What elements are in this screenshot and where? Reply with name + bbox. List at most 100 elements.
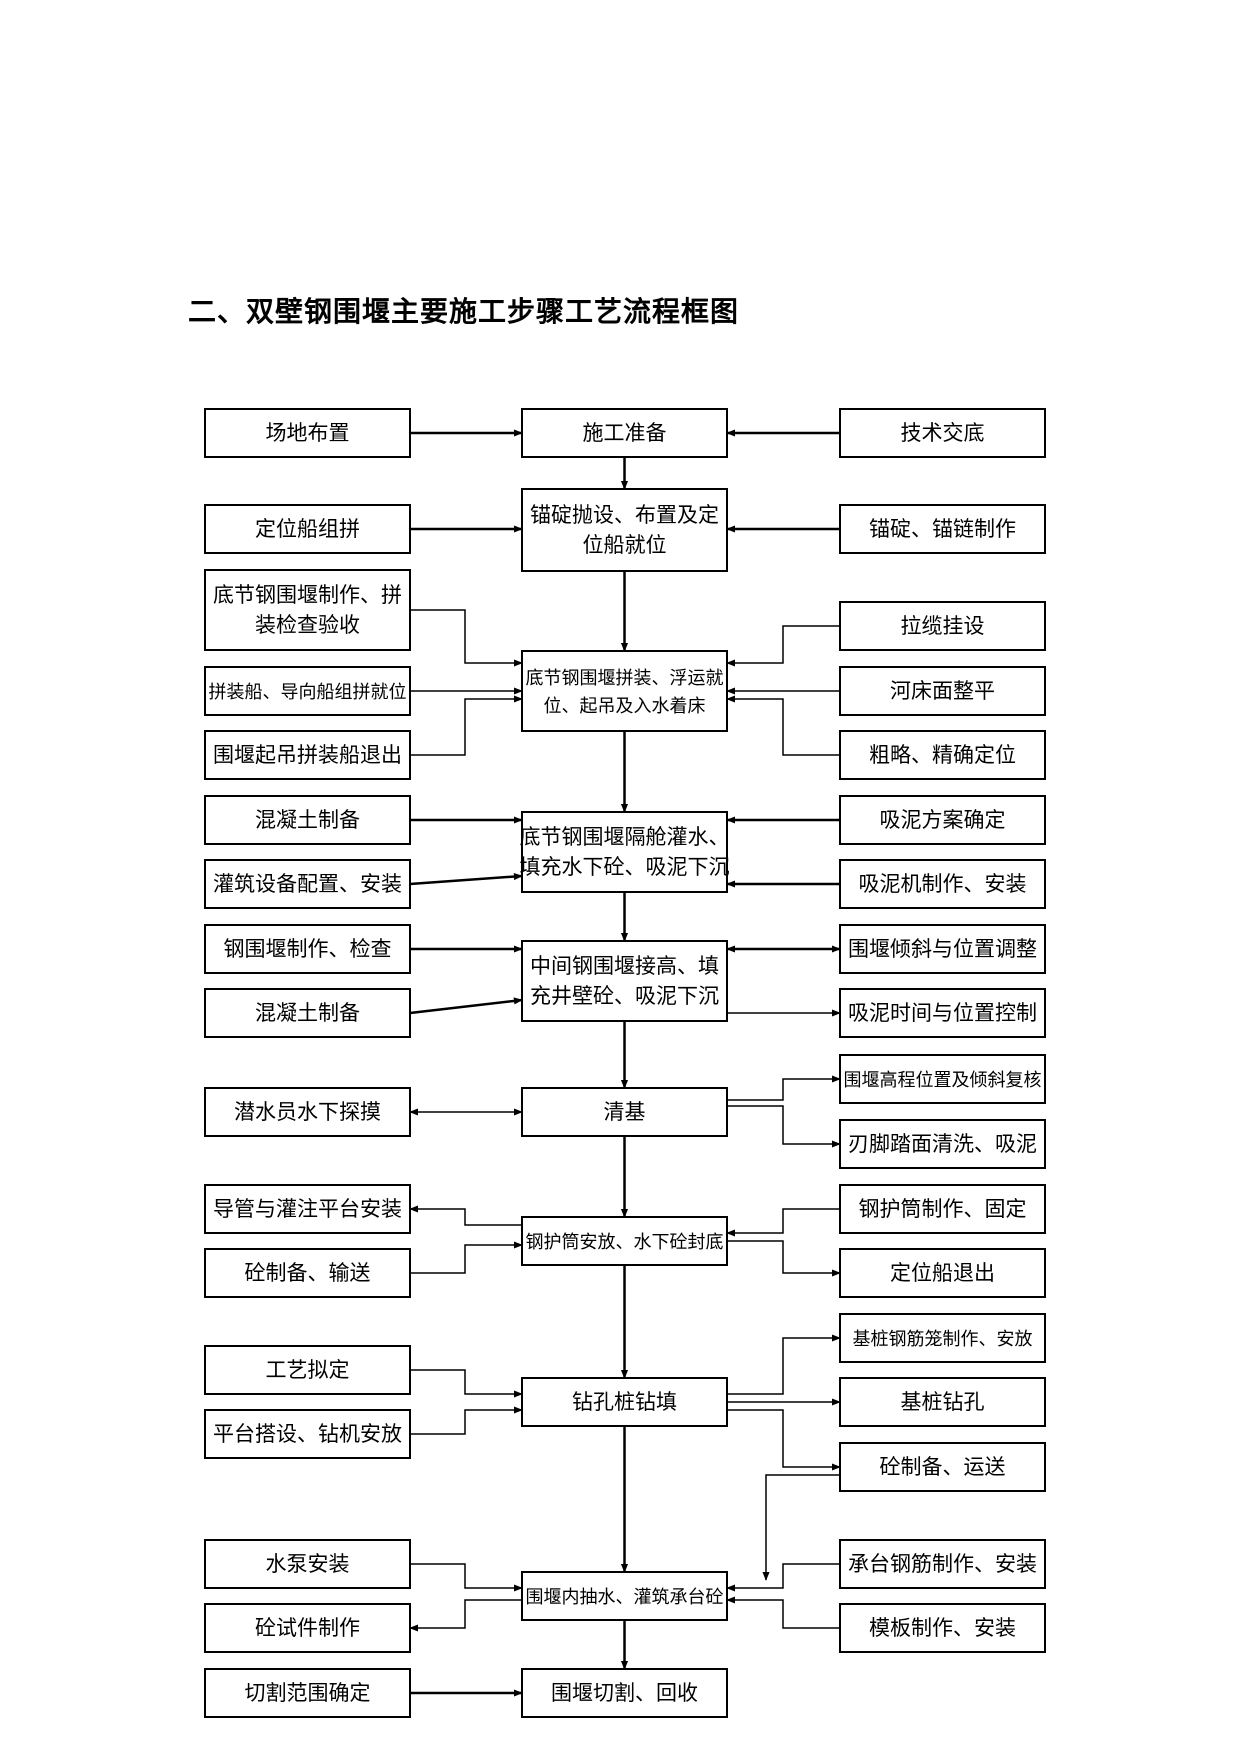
main-step-box-label: 底节钢围堰隔舱灌水、 bbox=[520, 825, 730, 849]
left-item-box-label: 混凝土制备 bbox=[255, 808, 360, 832]
connector-arrow bbox=[727, 1334, 841, 1395]
right-item-box-label: 围堰高程位置及倾斜复核 bbox=[844, 1070, 1042, 1091]
left-item-box-frame bbox=[204, 666, 411, 716]
connector-arrow bbox=[726, 1208, 840, 1237]
left-item-box-l9: 混凝土制备 bbox=[204, 988, 411, 1038]
right-item-box-label: 吸泥时间与位置控制 bbox=[848, 1001, 1037, 1025]
connector-arrow bbox=[410, 695, 523, 756]
page-title: 二、双壁钢围堰主要施工步骤工艺流程框图 bbox=[188, 295, 740, 328]
main-step-box-frame bbox=[521, 811, 728, 893]
main-step-box-frame bbox=[521, 1087, 728, 1137]
left-item-box-l6: 混凝土制备 bbox=[204, 795, 411, 845]
left-item-box-label: 围堰起吊拼装船退出 bbox=[213, 743, 402, 767]
connectors bbox=[409, 429, 841, 1697]
connector-arrow bbox=[410, 609, 523, 667]
right-item-box-label: 锚碇、锚链制作 bbox=[869, 517, 1016, 541]
connector-arrow bbox=[409, 997, 523, 1015]
left-item-box-l8: 钢围堰制作、检查 bbox=[204, 924, 411, 974]
left-item-box-label: 工艺拟定 bbox=[266, 1358, 350, 1382]
main-step-box-m4: 底节钢围堰隔舱灌水、填充水下砼、吸泥下沉 bbox=[520, 811, 730, 893]
left-item-box-label: 装检查验收 bbox=[255, 613, 360, 637]
connector-arrow bbox=[726, 1563, 840, 1592]
left-item-box-frame bbox=[204, 1668, 411, 1718]
left-item-box-l17: 切割范围确定 bbox=[204, 1668, 411, 1718]
right-item-box-label: 吸泥方案确定 bbox=[880, 808, 1006, 832]
right-item-box-label: 粗略、精确定位 bbox=[869, 743, 1016, 767]
right-item-box-label: 定位船退出 bbox=[890, 1261, 995, 1285]
right-item-box-frame bbox=[839, 1442, 1046, 1492]
main-step-box-label: 底节钢围堰拼装、浮运就 bbox=[526, 668, 724, 689]
left-item-box-l11: 导管与灌注平台安装 bbox=[204, 1184, 411, 1234]
right-item-box-label: 技术交底 bbox=[901, 421, 985, 445]
left-item-box-label: 切割范围确定 bbox=[245, 1681, 371, 1705]
left-item-box-label: 场地布置 bbox=[266, 421, 350, 445]
right-item-box-label: 河床面整平 bbox=[890, 679, 995, 703]
left-item-box-frame bbox=[204, 1603, 411, 1653]
main-step-box-label: 位、起吊及入水着床 bbox=[544, 696, 706, 717]
right-item-box-frame bbox=[839, 988, 1046, 1038]
right-item-box-r8: 围堰倾斜与位置调整 bbox=[839, 924, 1046, 974]
right-item-box-r18: 模板制作、安装 bbox=[839, 1603, 1046, 1653]
right-item-box-r15: 基桩钻孔 bbox=[839, 1377, 1046, 1427]
main-step-box-label: 钻孔桩钻填 bbox=[572, 1390, 677, 1414]
left-item-box-frame bbox=[204, 569, 411, 651]
right-item-box-r2: 锚碇、锚链制作 bbox=[839, 504, 1046, 554]
main-step-box-frame bbox=[521, 1571, 728, 1621]
right-item-box-r10: 围堰高程位置及倾斜复核 bbox=[839, 1054, 1046, 1104]
right-item-box-label: 模板制作、安装 bbox=[869, 1616, 1016, 1640]
main-step-box-label: 施工准备 bbox=[583, 421, 667, 445]
right-item-box-frame bbox=[839, 859, 1046, 909]
main-step-box-label: 充井壁砼、吸泥下沉 bbox=[530, 984, 719, 1008]
left-item-box-l7: 灌筑设备配置、安装 bbox=[204, 859, 411, 909]
right-item-box-frame bbox=[839, 1054, 1046, 1104]
connector-arrow bbox=[727, 1409, 841, 1471]
main-step-box-label: 位船就位 bbox=[583, 533, 667, 557]
right-item-box-label: 钢护筒制作、固定 bbox=[859, 1197, 1027, 1221]
right-item-box-r14: 基桩钢筋笼制作、安放 bbox=[839, 1313, 1046, 1363]
right-item-box-r6: 吸泥方案确定 bbox=[839, 795, 1046, 845]
right-item-box-r1: 技术交底 bbox=[839, 408, 1046, 458]
left-item-box-label: 钢围堰制作、检查 bbox=[224, 937, 392, 961]
right-item-box-r9: 吸泥时间与位置控制 bbox=[839, 988, 1046, 1038]
connector-arrow bbox=[727, 1075, 841, 1101]
right-item-box-frame bbox=[839, 408, 1046, 458]
main-step-box-label: 填充水下砼、吸泥下沉 bbox=[520, 855, 730, 879]
left-item-box-label: 导管与灌注平台安装 bbox=[213, 1197, 402, 1221]
right-item-box-frame bbox=[839, 924, 1046, 974]
right-item-box-r5: 粗略、精确定位 bbox=[839, 730, 1046, 780]
left-item-box-frame bbox=[204, 795, 411, 845]
right-item-box-frame bbox=[839, 666, 1046, 716]
right-item-box-label: 围堰倾斜与位置调整 bbox=[848, 937, 1037, 961]
left-item-box-frame bbox=[204, 730, 411, 780]
right-item-box-frame bbox=[839, 1539, 1046, 1589]
left-item-box-l15: 水泵安装 bbox=[204, 1539, 411, 1589]
main-step-box-label: 中间钢围堰接高、填 bbox=[530, 954, 719, 978]
connector-arrow bbox=[409, 1205, 522, 1226]
left-item-box-frame bbox=[204, 1409, 411, 1459]
right-item-box-label: 吸泥机制作、安装 bbox=[859, 872, 1027, 896]
right-item-box-frame bbox=[839, 1377, 1046, 1427]
left-item-box-l14: 平台搭设、钻机安放 bbox=[204, 1409, 411, 1459]
main-step-box-m10: 围堰切割、回收 bbox=[521, 1668, 728, 1718]
right-item-box-r13: 定位船退出 bbox=[839, 1248, 1046, 1298]
right-item-box-frame bbox=[839, 504, 1046, 554]
main-step-box-frame bbox=[521, 1216, 728, 1266]
right-item-box-r12: 钢护筒制作、固定 bbox=[839, 1184, 1046, 1234]
connector-arrow bbox=[726, 1596, 840, 1629]
right-item-box-r16: 砼制备、运送 bbox=[839, 1442, 1046, 1492]
right-item-box-label: 拉缆挂设 bbox=[901, 614, 985, 638]
main-step-box-m8: 钻孔桩钻填 bbox=[521, 1377, 728, 1427]
connector-arrow bbox=[727, 1105, 841, 1148]
left-item-box-frame bbox=[204, 988, 411, 1038]
left-item-box-l10: 潜水员水下探摸 bbox=[204, 1087, 411, 1137]
right-item-box-label: 基桩钢筋笼制作、安放 bbox=[853, 1329, 1033, 1350]
right-item-box-frame bbox=[839, 730, 1046, 780]
right-item-box-r3: 拉缆挂设 bbox=[839, 601, 1046, 651]
left-item-box-frame bbox=[204, 1345, 411, 1395]
left-item-box-label: 定位船组拼 bbox=[255, 517, 360, 541]
right-item-box-label: 砼制备、运送 bbox=[880, 1455, 1006, 1479]
